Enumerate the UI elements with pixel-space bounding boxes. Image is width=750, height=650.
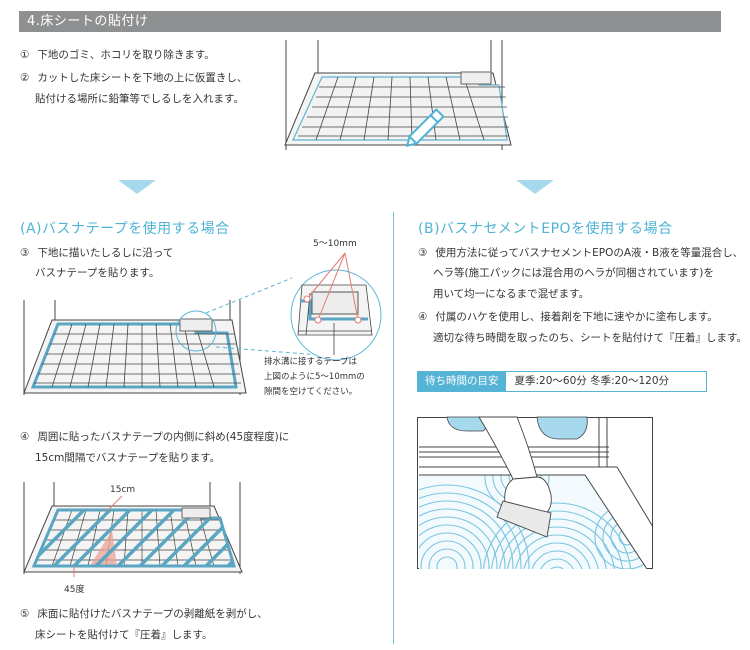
diagonal-spacing-label: 15cm xyxy=(110,485,136,495)
section-a-step-5-line2: 床シートを貼付けて『圧着』します。 xyxy=(35,629,213,641)
section-a-step-3: ③ 下地に描いたしるしに沿って xyxy=(20,247,174,259)
callout-dimension-label: 5〜10mm xyxy=(313,239,357,249)
column-divider xyxy=(393,212,394,644)
angle-label: 45度 xyxy=(64,585,85,595)
intro-step-2: ② カットした床シートを下地の上に仮置きし、 xyxy=(20,72,248,84)
floor-marking-illustration xyxy=(284,40,512,150)
section-a-title: (A)バスナテープを使用する場合 xyxy=(20,221,230,237)
section-b-title: (B)バスナセメントEPOを使用する場合 xyxy=(418,221,673,237)
section-b-step-3-line3: 用いて均一になるまで混ぜます。 xyxy=(433,288,590,300)
wait-time-box: 待ち時間の目安 夏季:20〜60分 冬季:20〜120分 xyxy=(417,371,707,392)
diagonal-tape-illustration xyxy=(23,482,243,577)
section-b-step-3-line2: ヘラ等(施工パックには混合用のヘラが同梱されています)を xyxy=(433,267,714,279)
adhesive-application-illustration xyxy=(417,416,654,570)
section-header: 4.床シートの貼付け xyxy=(19,11,721,32)
section-a-step-4: ④ 周囲に貼ったバスナテープの内側に斜め(45度程度)に xyxy=(20,431,290,443)
arrow-down-icon xyxy=(516,180,554,194)
section-b-step-4: ④ 付属のハケを使用し、接着剤を下地に速やかに塗布します。 xyxy=(418,311,718,323)
section-b-step-3: ③ 使用方法に従ってバスナセメントEPOのA液・B液を等量混合し、 xyxy=(418,247,744,259)
perimeter-tape-illustration xyxy=(23,252,382,395)
intro-step-1: ① 下地のゴミ、ホコリを取り除きます。 xyxy=(20,49,215,61)
section-a-step-3-line2: バスナテープを貼ります。 xyxy=(35,267,160,279)
section-a-step-4-line2: 15cm間隔でバスナテープを貼ります。 xyxy=(35,452,221,464)
section-a-step-5: ⑤ 床面に貼付けたバスナテープの剥離紙を剥がし、 xyxy=(20,608,268,620)
wait-time-label: 待ち時間の目安 xyxy=(418,372,506,391)
arrow-down-icon xyxy=(118,180,156,194)
wait-time-value: 夏季:20〜60分 冬季:20〜120分 xyxy=(514,375,670,387)
intro-step-2-line2: 貼付ける場所に鉛筆等でしるしを入れます。 xyxy=(35,93,244,105)
section-b-step-4-line2: 適切な待ち時間を取ったのち、シートを貼付けて『圧着』します。 xyxy=(433,332,747,344)
drain-gap-note: 排水溝に接するテープは 上図のように5〜10mmの 隙間を空けてください。 xyxy=(264,357,365,397)
